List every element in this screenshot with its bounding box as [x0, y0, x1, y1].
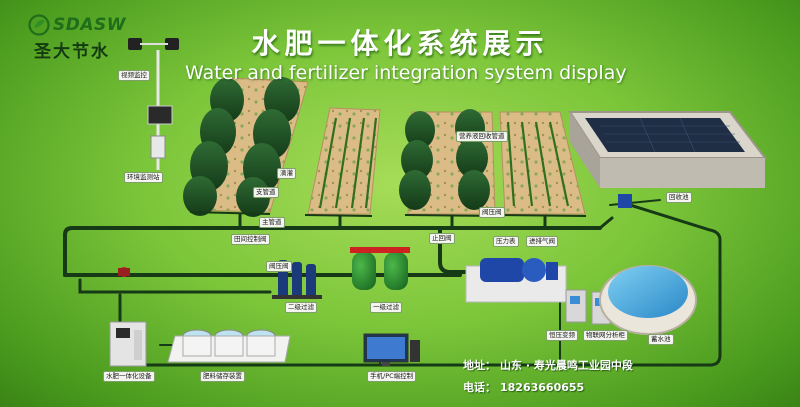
address-value: 山东 · 寿光晨鸣工业园中段	[500, 359, 633, 372]
label-fertigation-device: 水肥一体化设备	[103, 371, 155, 382]
label-storage-pool: 蓄水池	[648, 334, 674, 345]
label-check-valve: 止回阀	[429, 233, 455, 244]
label-nutrient-return-pipe: 营养液回收管道	[456, 131, 508, 142]
label-field-control-valve: 田间控制阀	[231, 234, 270, 245]
label-pressure-gauge: 压力表	[493, 236, 519, 247]
main-title: 水肥一体化系统展示	[251, 27, 549, 60]
primary-filter-tanks	[350, 247, 410, 290]
contact-phone: 电话： 18263660655	[463, 379, 588, 395]
label-constant-pressure-pump: 恒压变频	[546, 330, 578, 341]
label-recovery-pool: 回收池	[666, 192, 692, 203]
english-subtitle: Water and fertilizer integration system …	[185, 62, 627, 84]
fertilizer-storage-tanks	[167, 329, 291, 363]
brand-leaf-icon	[28, 14, 50, 36]
label-primary-filter: 一级过滤	[370, 302, 402, 313]
brand-chinese-name: 圣大节水	[34, 42, 110, 62]
pump-unit	[465, 258, 567, 303]
pc-terminal	[363, 333, 420, 366]
label-drip-tape: 滴灌	[277, 168, 296, 179]
label-air-valve: 进排气阀	[526, 236, 558, 247]
label-iot-analyzer: 物联网分析柜	[583, 330, 628, 341]
check-valve-icon	[118, 267, 130, 277]
orchard-plot-left	[183, 77, 309, 217]
label-fertilizer-storage: 肥料储存装置	[200, 371, 245, 382]
phone-value: 18263660655	[500, 381, 585, 394]
brand-latin-name: SDASW	[53, 15, 127, 35]
environment-monitor-station	[128, 38, 179, 170]
tree-group	[183, 77, 300, 217]
vegetable-plot-center-left	[304, 107, 381, 217]
label-pressure-valve-upper: 阀压阀	[479, 207, 505, 218]
recovery-tank	[568, 111, 768, 208]
brand-logo: SDASW	[28, 14, 126, 36]
label-video-monitor: 视频监控	[118, 70, 150, 81]
label-phone-pc-control: 手机/PC端控制	[367, 371, 417, 382]
address-label: 地址：	[463, 359, 496, 372]
fertigation-machine	[109, 321, 147, 367]
vegetable-plot-right	[499, 111, 587, 217]
contact-address: 地址： 山东 · 寿光晨鸣工业园中段	[463, 357, 637, 373]
label-secondary-filter: 二级过滤	[285, 302, 317, 313]
label-pressure-valve-lower: 阀压阀	[266, 261, 292, 272]
label-main-pipe: 主管道	[259, 217, 285, 228]
label-env-monitor-station: 环境监测站	[124, 172, 163, 183]
storage-pond	[599, 265, 697, 335]
phone-label: 电话：	[463, 381, 496, 394]
orchard-plot-center	[399, 109, 499, 217]
label-branch-pipe: 支管道	[253, 187, 279, 198]
